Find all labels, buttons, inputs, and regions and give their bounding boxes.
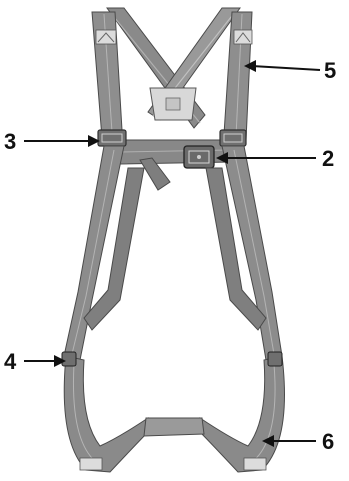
dorsal-plate bbox=[150, 88, 196, 120]
leg-buckle-left bbox=[62, 352, 76, 366]
callout-4: 4 bbox=[4, 349, 66, 374]
adjuster-buckle-right bbox=[220, 130, 246, 146]
callout-number-2: 2 bbox=[322, 146, 334, 171]
leg-loop-left bbox=[64, 356, 150, 472]
callout-arrow-5 bbox=[252, 66, 320, 70]
adjuster-buckle-left bbox=[98, 130, 126, 146]
seat-strap bbox=[144, 418, 204, 436]
strap-end-patch-left bbox=[96, 30, 116, 44]
callout-number-6: 6 bbox=[322, 429, 334, 454]
strap-end-patch-right bbox=[234, 30, 252, 44]
callout-number-4: 4 bbox=[4, 349, 17, 374]
callout-number-3: 3 bbox=[4, 129, 16, 154]
leg-loop-right bbox=[198, 356, 285, 472]
callout-5: 5 bbox=[244, 58, 336, 83]
chest-buckle bbox=[184, 146, 214, 168]
callout-3: 3 bbox=[4, 129, 100, 154]
callout-number-5: 5 bbox=[324, 58, 336, 83]
harness-illustration bbox=[62, 8, 285, 472]
leg-buckle-right bbox=[268, 352, 282, 366]
